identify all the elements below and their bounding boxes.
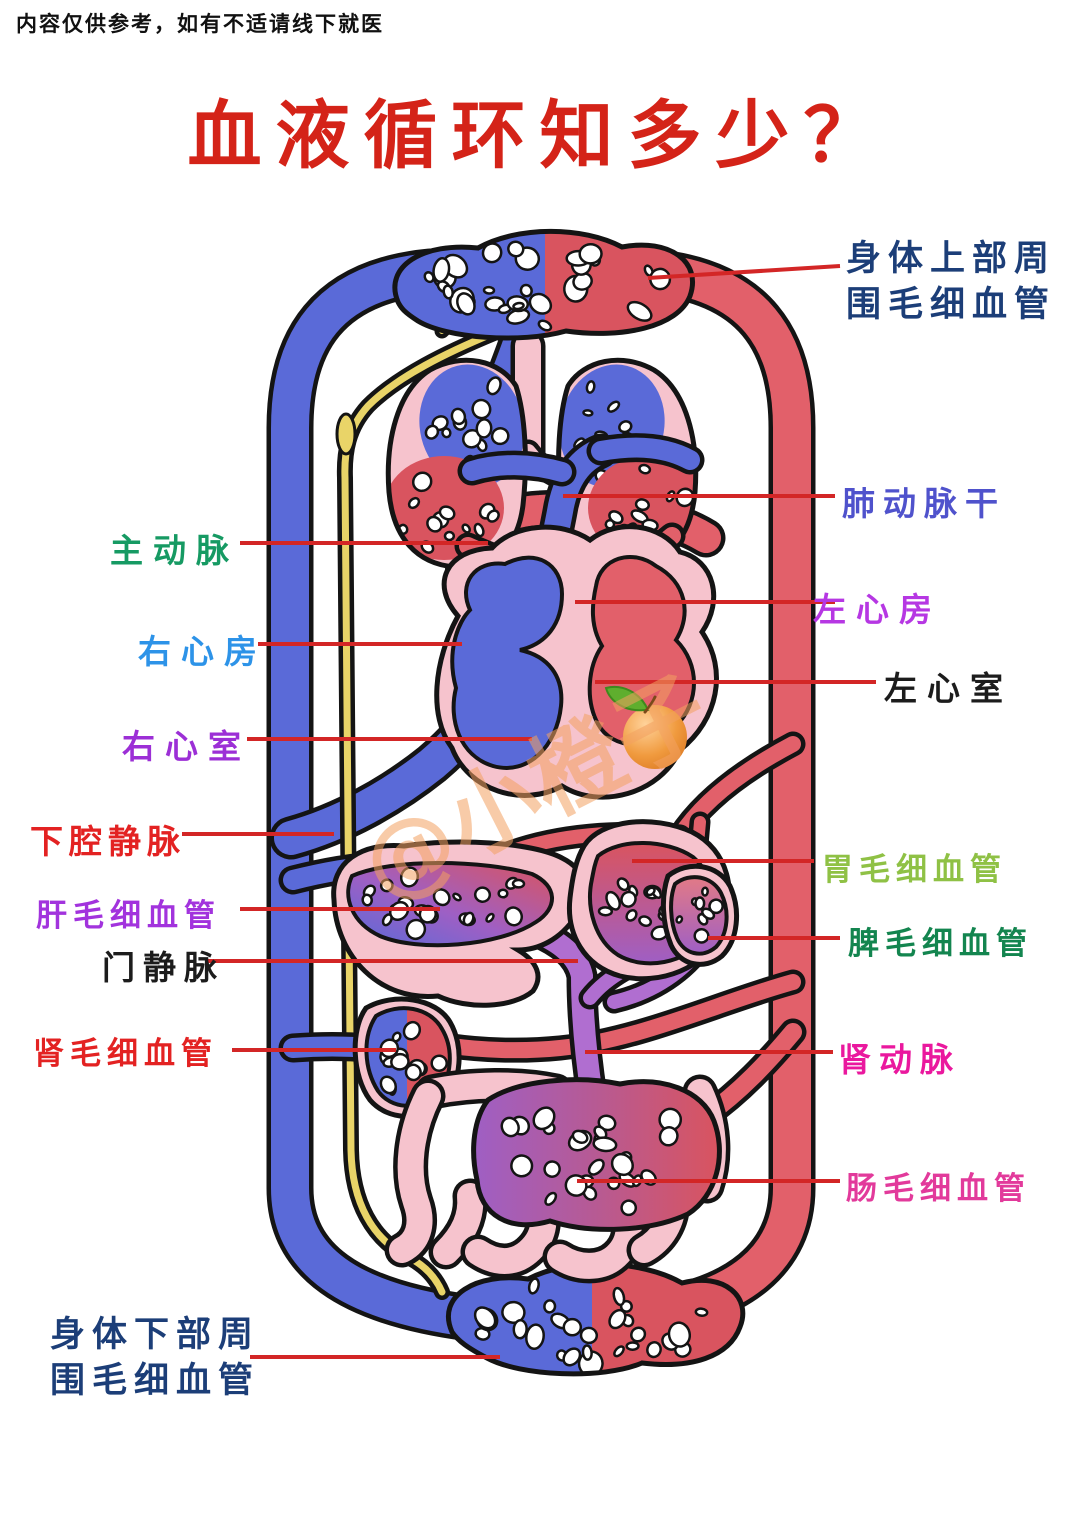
label-aorta: 主动脉 (110, 531, 239, 570)
leader-lines (182, 264, 876, 1359)
label-pulmonary-trunk: 肺动脉干 (842, 484, 1006, 523)
label-upper-body-capillaries-line2: 围毛细血管 (846, 285, 1057, 325)
label-liver-capillaries: 肝毛细血管 (36, 898, 221, 934)
upper-body-capillary-network (392, 228, 695, 341)
disclaimer-text: 内容仅供参考，如有不适请线下就医 (16, 12, 384, 36)
systemic-loop-vessels (266, 248, 816, 1342)
label-kidney-capillaries: 肾毛细血管 (33, 1036, 218, 1072)
right-heart-chambers (450, 555, 565, 770)
label-renal-artery: 肾动脉 (838, 1040, 961, 1079)
label-left-atrium: 左心房 (813, 590, 942, 629)
page-title: 血液循环知多少？ (187, 93, 892, 179)
intestine-capillary-network (471, 1077, 722, 1232)
spleen-capillary-network (660, 863, 739, 967)
liver-capillary-network (331, 839, 588, 1008)
label-portal-vein: 门静脉 (102, 948, 225, 987)
leader-upper-body-capillaries (647, 264, 841, 280)
label-right-ventricle: 右心室 (122, 727, 251, 766)
label-upper-body-capillaries: 身体上部周 围毛细血管 (846, 236, 1056, 328)
lower-body-capillary-network (445, 1261, 746, 1377)
label-intestine-capillaries: 肠毛细血管 (846, 1171, 1031, 1207)
orange-icon (604, 686, 687, 769)
label-right-atrium: 右心房 (138, 632, 267, 671)
lymph-node (335, 412, 357, 456)
label-left-ventricle: 左心室 (884, 669, 1013, 708)
label-lower-body-capillaries-line1: 身体下部周 (50, 1315, 261, 1355)
label-lower-body-capillaries-line2: 围毛细血管 (50, 1361, 261, 1401)
label-spleen-capillaries: 脾毛细血管 (848, 926, 1033, 962)
label-inferior-vena-cava: 下腔静脉 (30, 822, 186, 861)
label-lower-body-capillaries: 身体下部周 围毛细血管 (50, 1312, 260, 1404)
label-stomach-capillaries: 胃毛细血管 (822, 852, 1007, 888)
label-upper-body-capillaries-line1: 身体上部周 (846, 239, 1057, 279)
